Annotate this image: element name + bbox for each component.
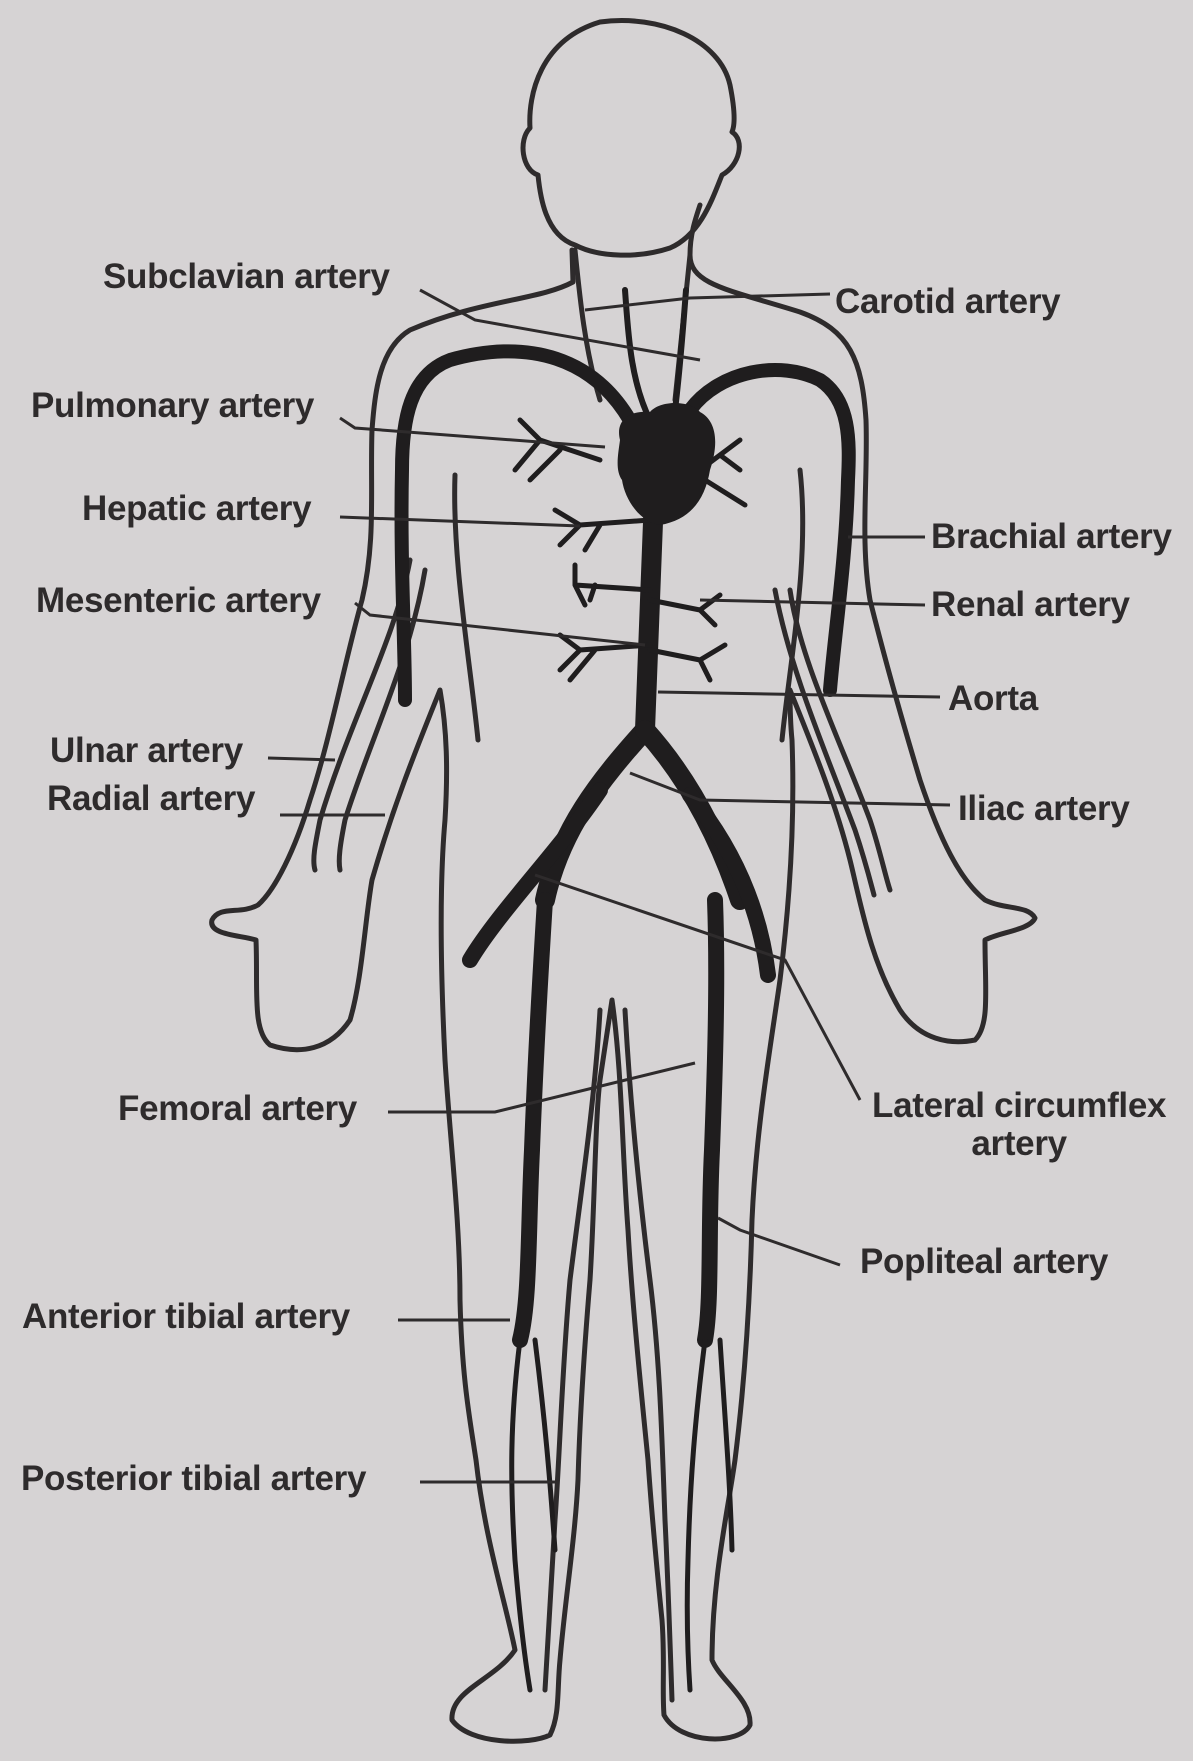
head-outline [523,21,739,256]
label-posterior-tibial-artery: Posterior tibial artery [21,1460,366,1498]
right-carotid-vessel [675,290,686,410]
right-femoral-vessel [705,900,716,1340]
label-carotid-artery: Carotid artery [835,283,1060,321]
left-femoral-vessel [520,900,545,1340]
left-inner-leg-line [545,1010,600,1690]
label-brachial-artery: Brachial artery [931,518,1172,556]
label-hepatic-artery: Hepatic artery [82,490,311,528]
leader-renal [700,600,925,605]
left-posterior-tibial-vessel [535,1340,555,1550]
leader-hepatic [340,517,580,526]
label-lateral-circumflex-line1: Lateral circumflex [872,1087,1166,1125]
label-popliteal-artery: Popliteal artery [860,1243,1108,1281]
label-anterior-tibial-artery: Anterior tibial artery [22,1298,350,1336]
label-lateral-circumflex-artery: Lateral circumflex artery [872,1087,1166,1163]
label-iliac-artery: Iliac artery [958,790,1130,828]
label-subclavian-artery: Subclavian artery [103,258,390,296]
right-iliac-vessel [645,730,740,900]
right-subclavian-vessel [690,370,849,690]
leader-popliteal [718,1218,840,1265]
label-mesenteric-artery: Mesenteric artery [36,582,321,620]
left-torso-line [455,475,478,740]
leader-pulmonary [340,418,605,447]
label-renal-artery: Renal artery [931,586,1130,624]
label-lateral-circumflex-line2: artery [872,1125,1166,1163]
label-femoral-artery: Femoral artery [118,1090,357,1128]
label-pulmonary-artery: Pulmonary artery [31,387,314,425]
leader-ulnar [268,758,335,760]
label-radial-artery: Radial artery [47,780,255,818]
label-aorta: Aorta [948,680,1038,718]
label-ulnar-artery: Ulnar artery [50,732,243,770]
leader-lateral-circumflex [535,875,860,1100]
left-carotid-vessel [625,290,650,420]
left-iliac-vessel [545,730,645,900]
heart [618,403,716,525]
right-inner-leg-line [625,1010,672,1700]
right-anterior-tibial-vessel [687,1340,705,1690]
